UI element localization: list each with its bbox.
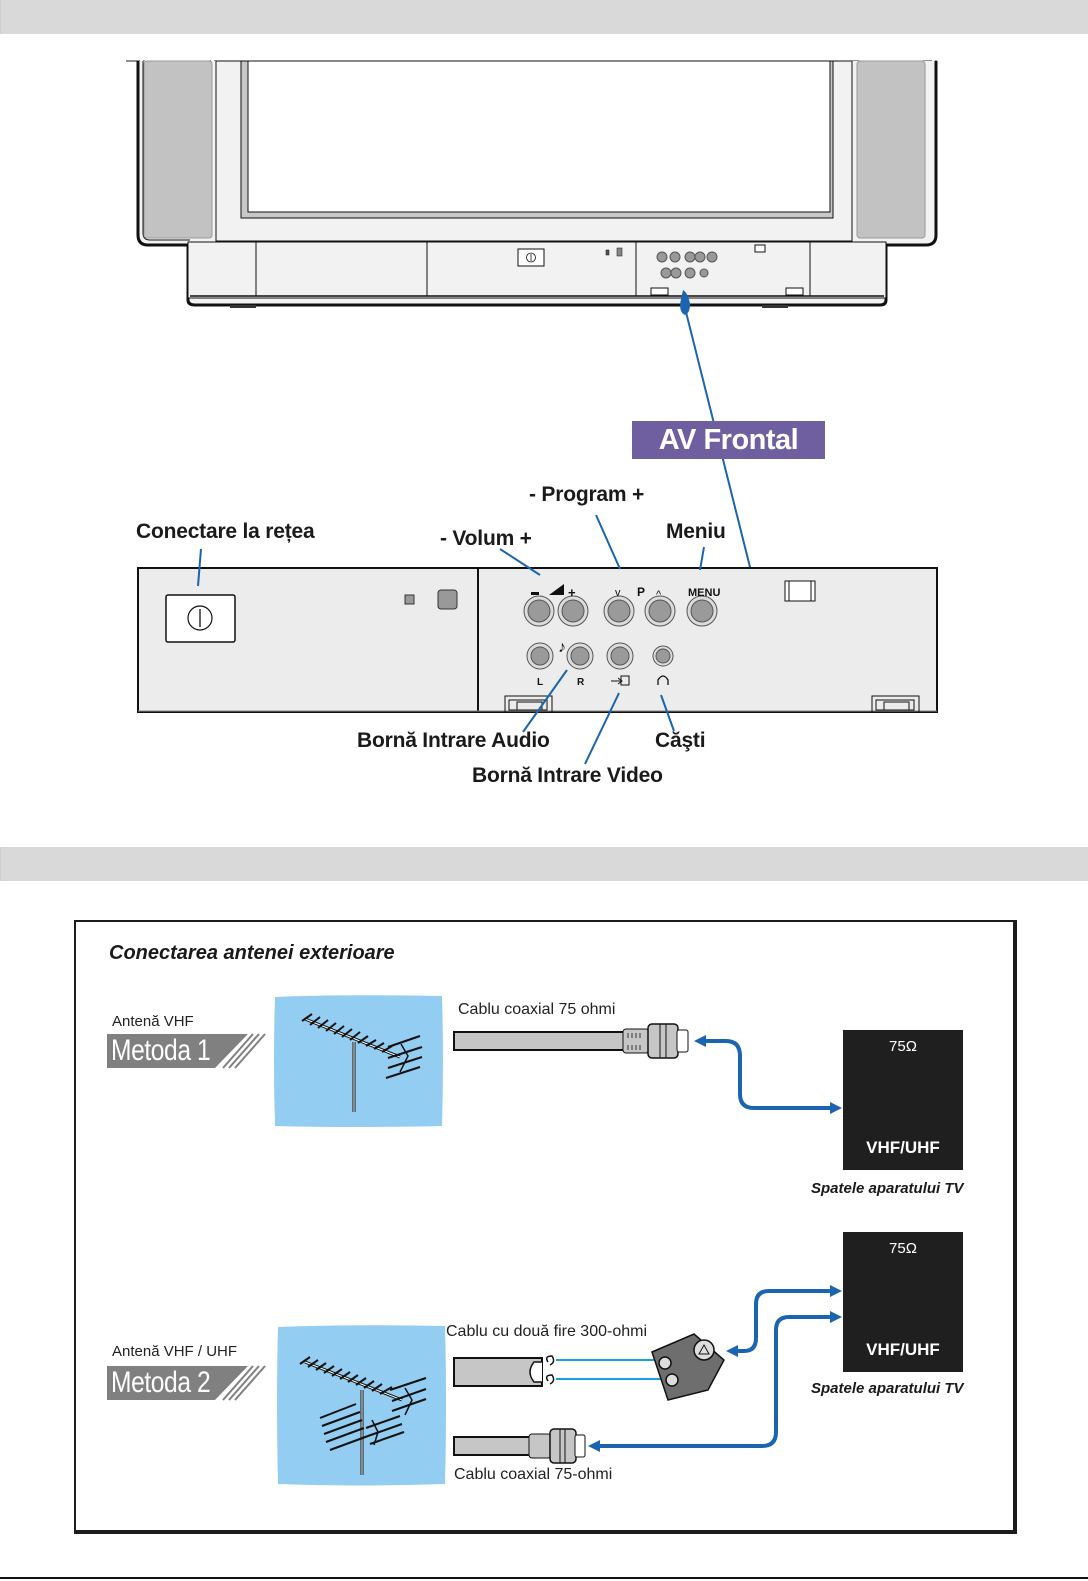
program-down-button <box>603 595 635 627</box>
callout-headphones: Căşti <box>655 729 706 752</box>
input-label-2: VHF/UHF <box>866 1340 940 1359</box>
prog-up-mark: ^ <box>656 589 662 601</box>
sky-panel-1 <box>274 995 443 1127</box>
speaker-right <box>856 60 926 239</box>
matching-transformer <box>651 1333 725 1401</box>
callout-power: Conectare la rețea <box>136 520 315 543</box>
headphone-jack <box>652 645 674 667</box>
led-indicator <box>404 594 415 605</box>
callout-program: - Program + <box>529 483 645 506</box>
callout-menu: Meniu <box>666 520 726 543</box>
volume-down-button <box>523 595 555 627</box>
vhf-uhf-antenna-illustration <box>299 1356 427 1475</box>
mini-av-panel <box>656 251 718 279</box>
music-note-icon: ♪ <box>558 639 566 656</box>
plus-mark: + <box>568 585 576 600</box>
input-label-1: VHF/UHF <box>866 1138 940 1157</box>
cable-2-coax-label: Cablu coaxial 75-ohmi <box>454 1466 613 1483</box>
antenna-2-label: Antenă VHF / UHF <box>112 1343 238 1360</box>
mini-standby <box>616 247 623 257</box>
callout-audio-in: Bornă Intrare Audio <box>357 729 550 752</box>
audio-right-mark: R <box>577 677 585 688</box>
video-input-icon <box>611 675 630 686</box>
tv-back-panel-1: 75Ω VHF/UHF <box>843 1030 963 1170</box>
menu-mark: MENU <box>688 587 720 599</box>
prog-down-mark: v <box>615 587 621 599</box>
tv-back-caption-1: Spatele aparatului TV <box>811 1180 964 1197</box>
leader-power <box>197 548 202 587</box>
power-icon <box>187 605 213 631</box>
leader-program <box>595 514 621 570</box>
connection-arrow-2b <box>598 1315 830 1448</box>
sensor-window <box>784 580 816 602</box>
tv-front-illustration: + v P ^ MENU ♪ L R <box>126 60 940 765</box>
connection-arrow-2a <box>734 1289 830 1353</box>
method-2-badge-shape <box>107 1365 266 1401</box>
standby-sensor <box>437 589 458 610</box>
leader-audio <box>522 669 568 733</box>
leader-volume <box>499 548 541 576</box>
leader-menu <box>699 546 705 571</box>
door-latch-right <box>871 695 920 713</box>
control-buttons <box>523 595 718 627</box>
vhf-antenna-illustration <box>301 1013 423 1112</box>
method-1-badge-shape <box>107 1033 266 1069</box>
audio-right-jack <box>566 642 594 670</box>
coax-cable-75-ohm-2 <box>453 1428 586 1464</box>
prog-letter-mark: P <box>637 585 645 599</box>
audio-left-mark: L <box>537 677 543 688</box>
leader-headphones <box>660 694 675 732</box>
section-header-band-top <box>0 0 1088 34</box>
av-jacks <box>526 642 674 670</box>
menu-button <box>686 595 718 627</box>
coax-cable-75-ohm-1 <box>453 1023 689 1059</box>
antenna-section-title: Conectarea antenei exterioare <box>109 942 395 964</box>
speaker-left <box>143 60 213 239</box>
mini-led <box>605 249 610 256</box>
audio-left-jack <box>526 642 554 670</box>
volume-up-button <box>557 595 589 627</box>
leader-video <box>584 692 620 765</box>
method-1-label: Metoda 1 <box>111 1034 211 1067</box>
callout-leaders <box>197 514 705 765</box>
av-leader-line <box>685 311 761 608</box>
method-1-badge: Metoda 1 <box>107 1032 262 1070</box>
antenna-connection-frame <box>74 920 1017 1534</box>
method-2-badge: Metoda 2 <box>107 1364 262 1402</box>
minus-mark <box>531 592 539 595</box>
cable-1-label: Cablu coaxial 75 ohmi <box>458 1001 616 1018</box>
page-bottom-rule <box>0 1577 1088 1579</box>
connection-arrow-1 <box>700 1039 830 1110</box>
video-in-jack <box>606 642 634 670</box>
twin-lead-cable-300-ohm <box>453 1355 672 1387</box>
antenna-1-label: Antenă VHF <box>112 1013 194 1030</box>
callout-video-in: Bornă Intrare Video <box>472 764 663 787</box>
av-frontal-badge: AV Frontal <box>632 421 825 459</box>
tv-screen <box>247 60 831 213</box>
section-header-band-middle <box>0 847 1088 881</box>
impedance-label-1: 75Ω <box>889 1038 917 1055</box>
tv-back-panel-2: 75Ω VHF/UHF <box>843 1232 963 1372</box>
method-2-label: Metoda 2 <box>111 1366 211 1399</box>
impedance-label-2: 75Ω <box>889 1240 917 1257</box>
volume-ramp-icon <box>549 584 564 595</box>
headphone-icon <box>657 675 669 685</box>
av-plug <box>680 290 690 315</box>
cable-2-twin-lead-label: Cablu cu două fire 300-ohmi <box>446 1323 648 1340</box>
program-up-button <box>644 595 676 627</box>
tv-back-caption-2: Spatele aparatului TV <box>811 1380 964 1397</box>
callout-volume: - Volum + <box>440 527 532 550</box>
